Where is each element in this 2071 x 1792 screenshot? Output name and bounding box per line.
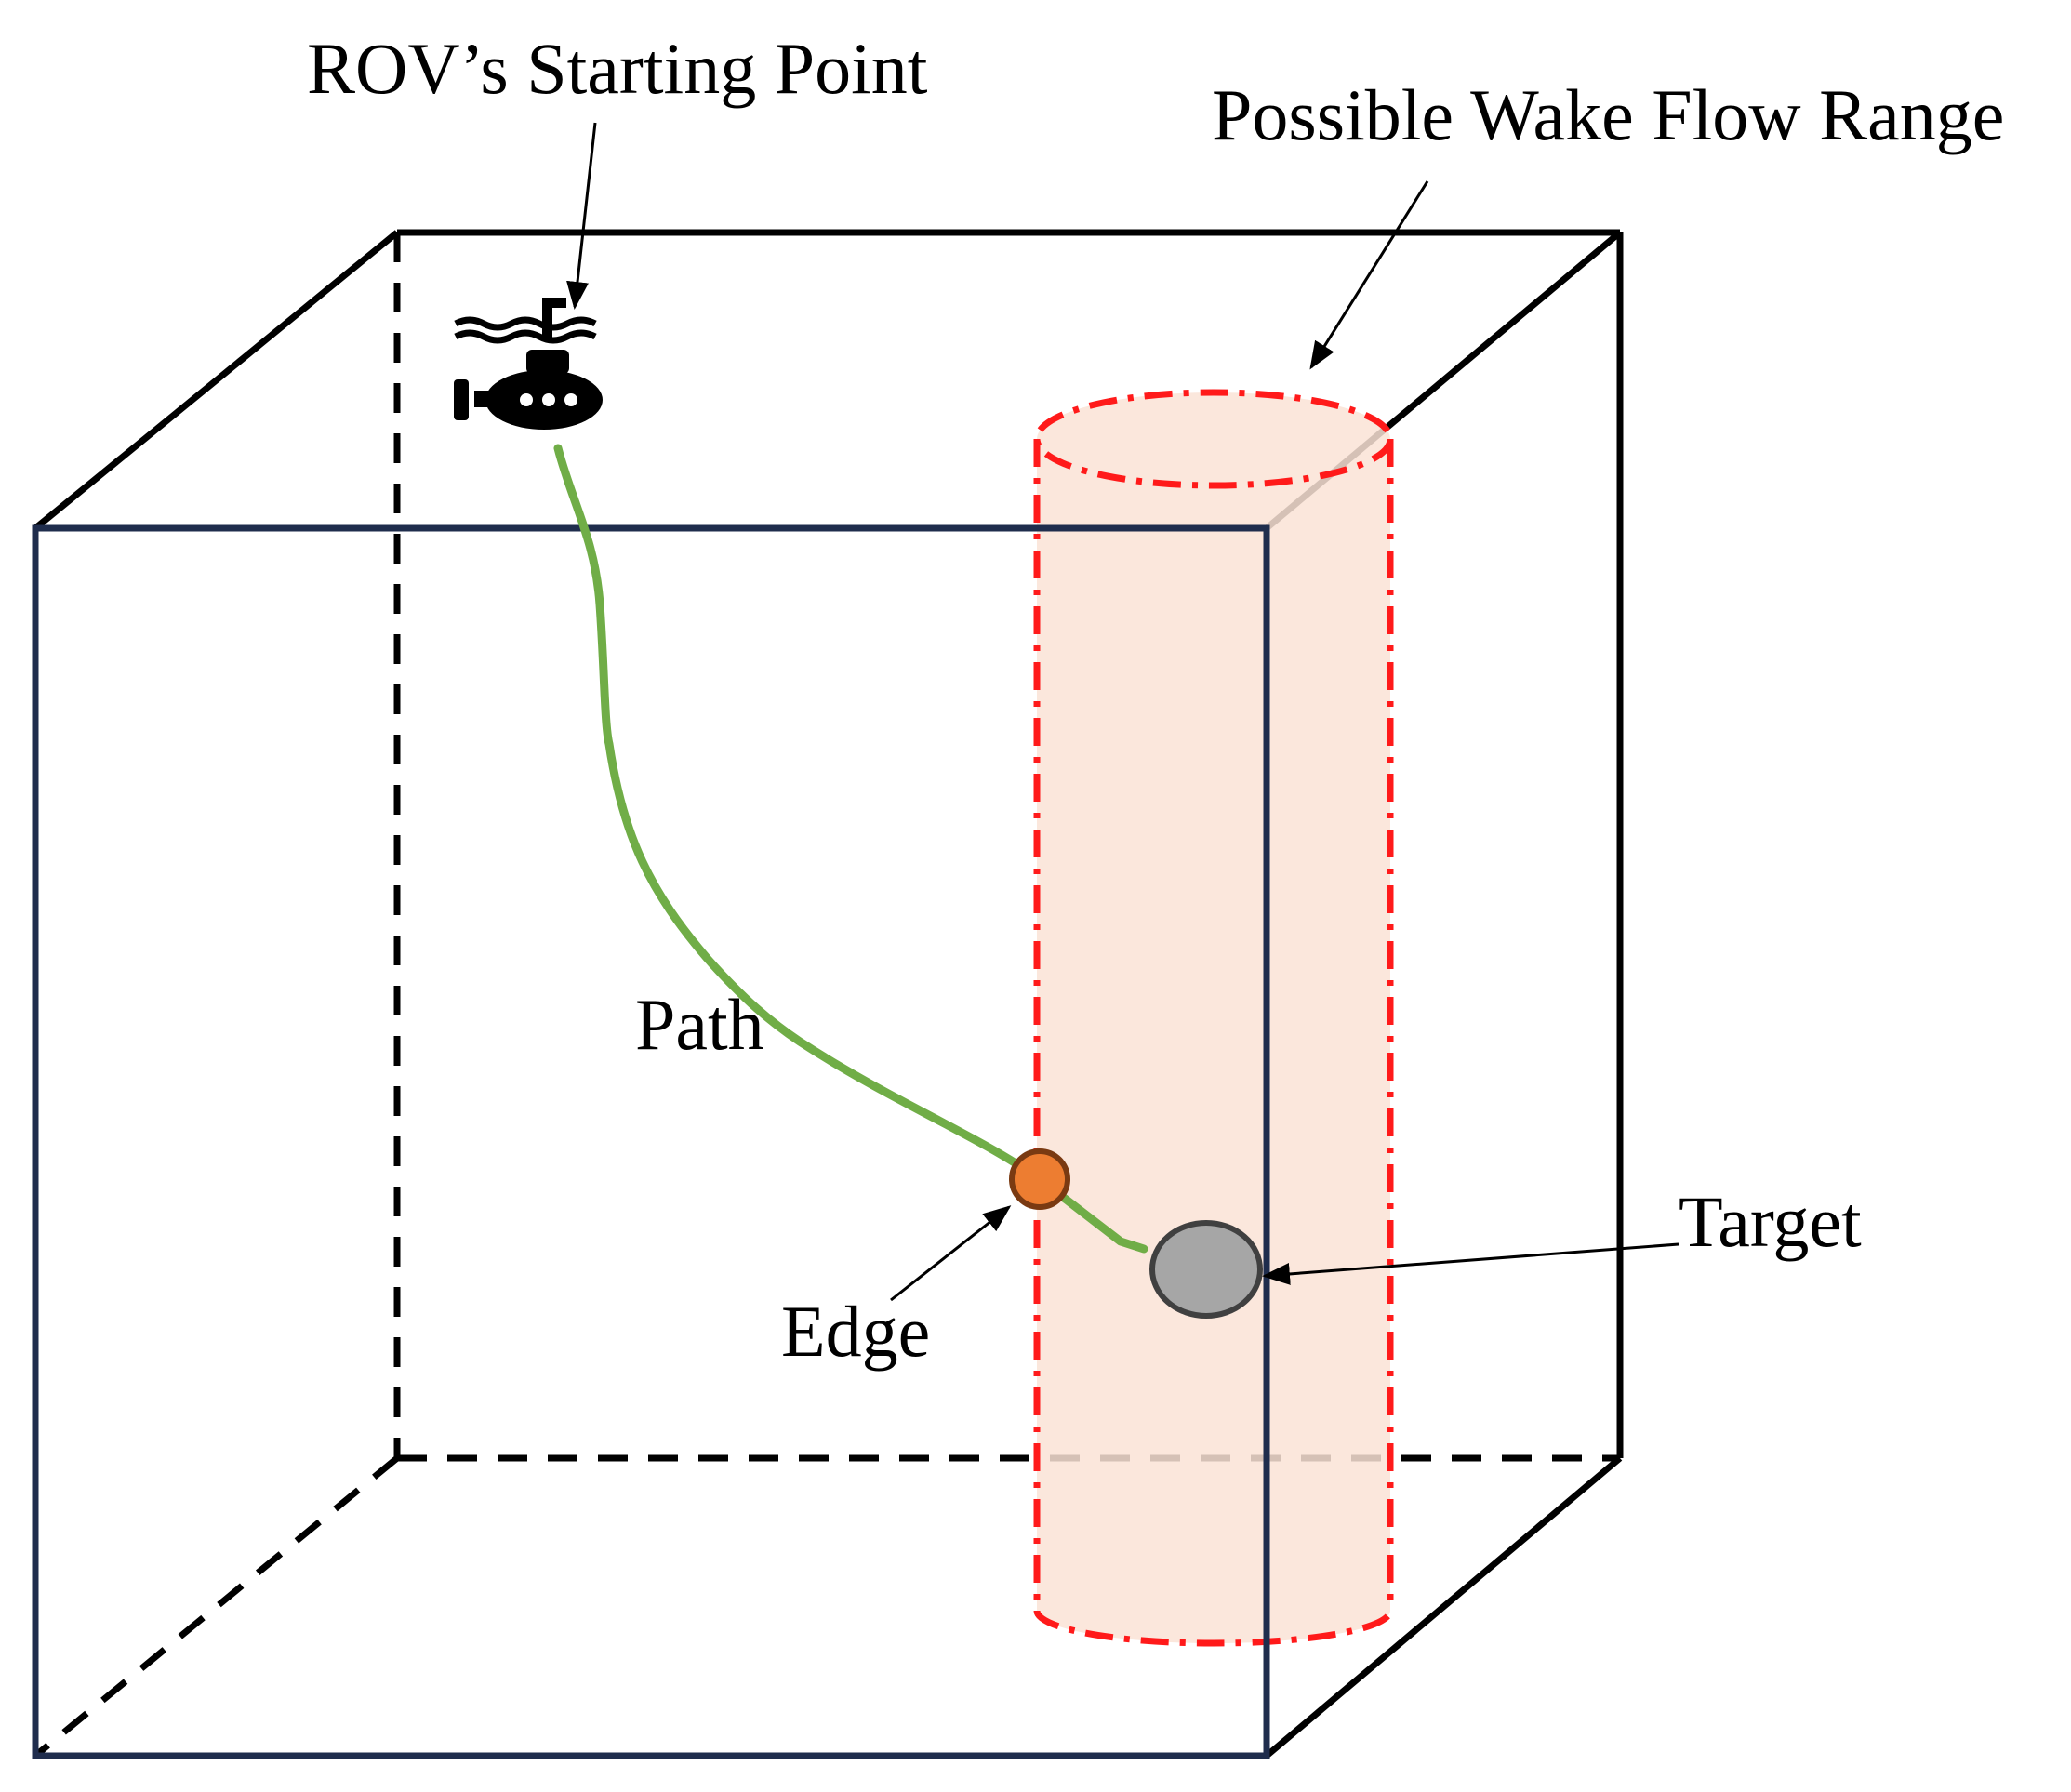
label-wake: Possible Wake Flow Range bbox=[1212, 74, 2004, 155]
label-target: Target bbox=[1679, 1181, 1862, 1262]
wake-cylinder-body bbox=[1037, 392, 1390, 1643]
edge-bottom-right-diagonal bbox=[1264, 1455, 1623, 1759]
label-path: Path bbox=[635, 984, 764, 1065]
arrow-target bbox=[1262, 1242, 1679, 1285]
label-edge: Edge bbox=[781, 1291, 930, 1372]
wake-cylinder-bottom bbox=[1033, 1610, 1394, 1647]
submarine-icon bbox=[454, 298, 603, 430]
arrow-wake bbox=[1309, 180, 1429, 370]
arrow-edge bbox=[890, 1205, 1012, 1302]
rov-path bbox=[553, 444, 1148, 1254]
cube-hidden-edges bbox=[33, 232, 1620, 1759]
target-point bbox=[1149, 1220, 1263, 1319]
hidden-edge-bottom-diagonal bbox=[33, 1455, 400, 1759]
edge-point bbox=[1009, 1148, 1070, 1210]
arrow-start bbox=[566, 122, 597, 310]
wake-flow-cylinder bbox=[1033, 389, 1394, 1647]
annotation-arrows bbox=[566, 122, 1679, 1302]
edge-top-left-diagonal bbox=[33, 230, 400, 531]
cube-front-face bbox=[32, 524, 1270, 1759]
label-start: ROV’s Starting Point bbox=[307, 28, 928, 109]
